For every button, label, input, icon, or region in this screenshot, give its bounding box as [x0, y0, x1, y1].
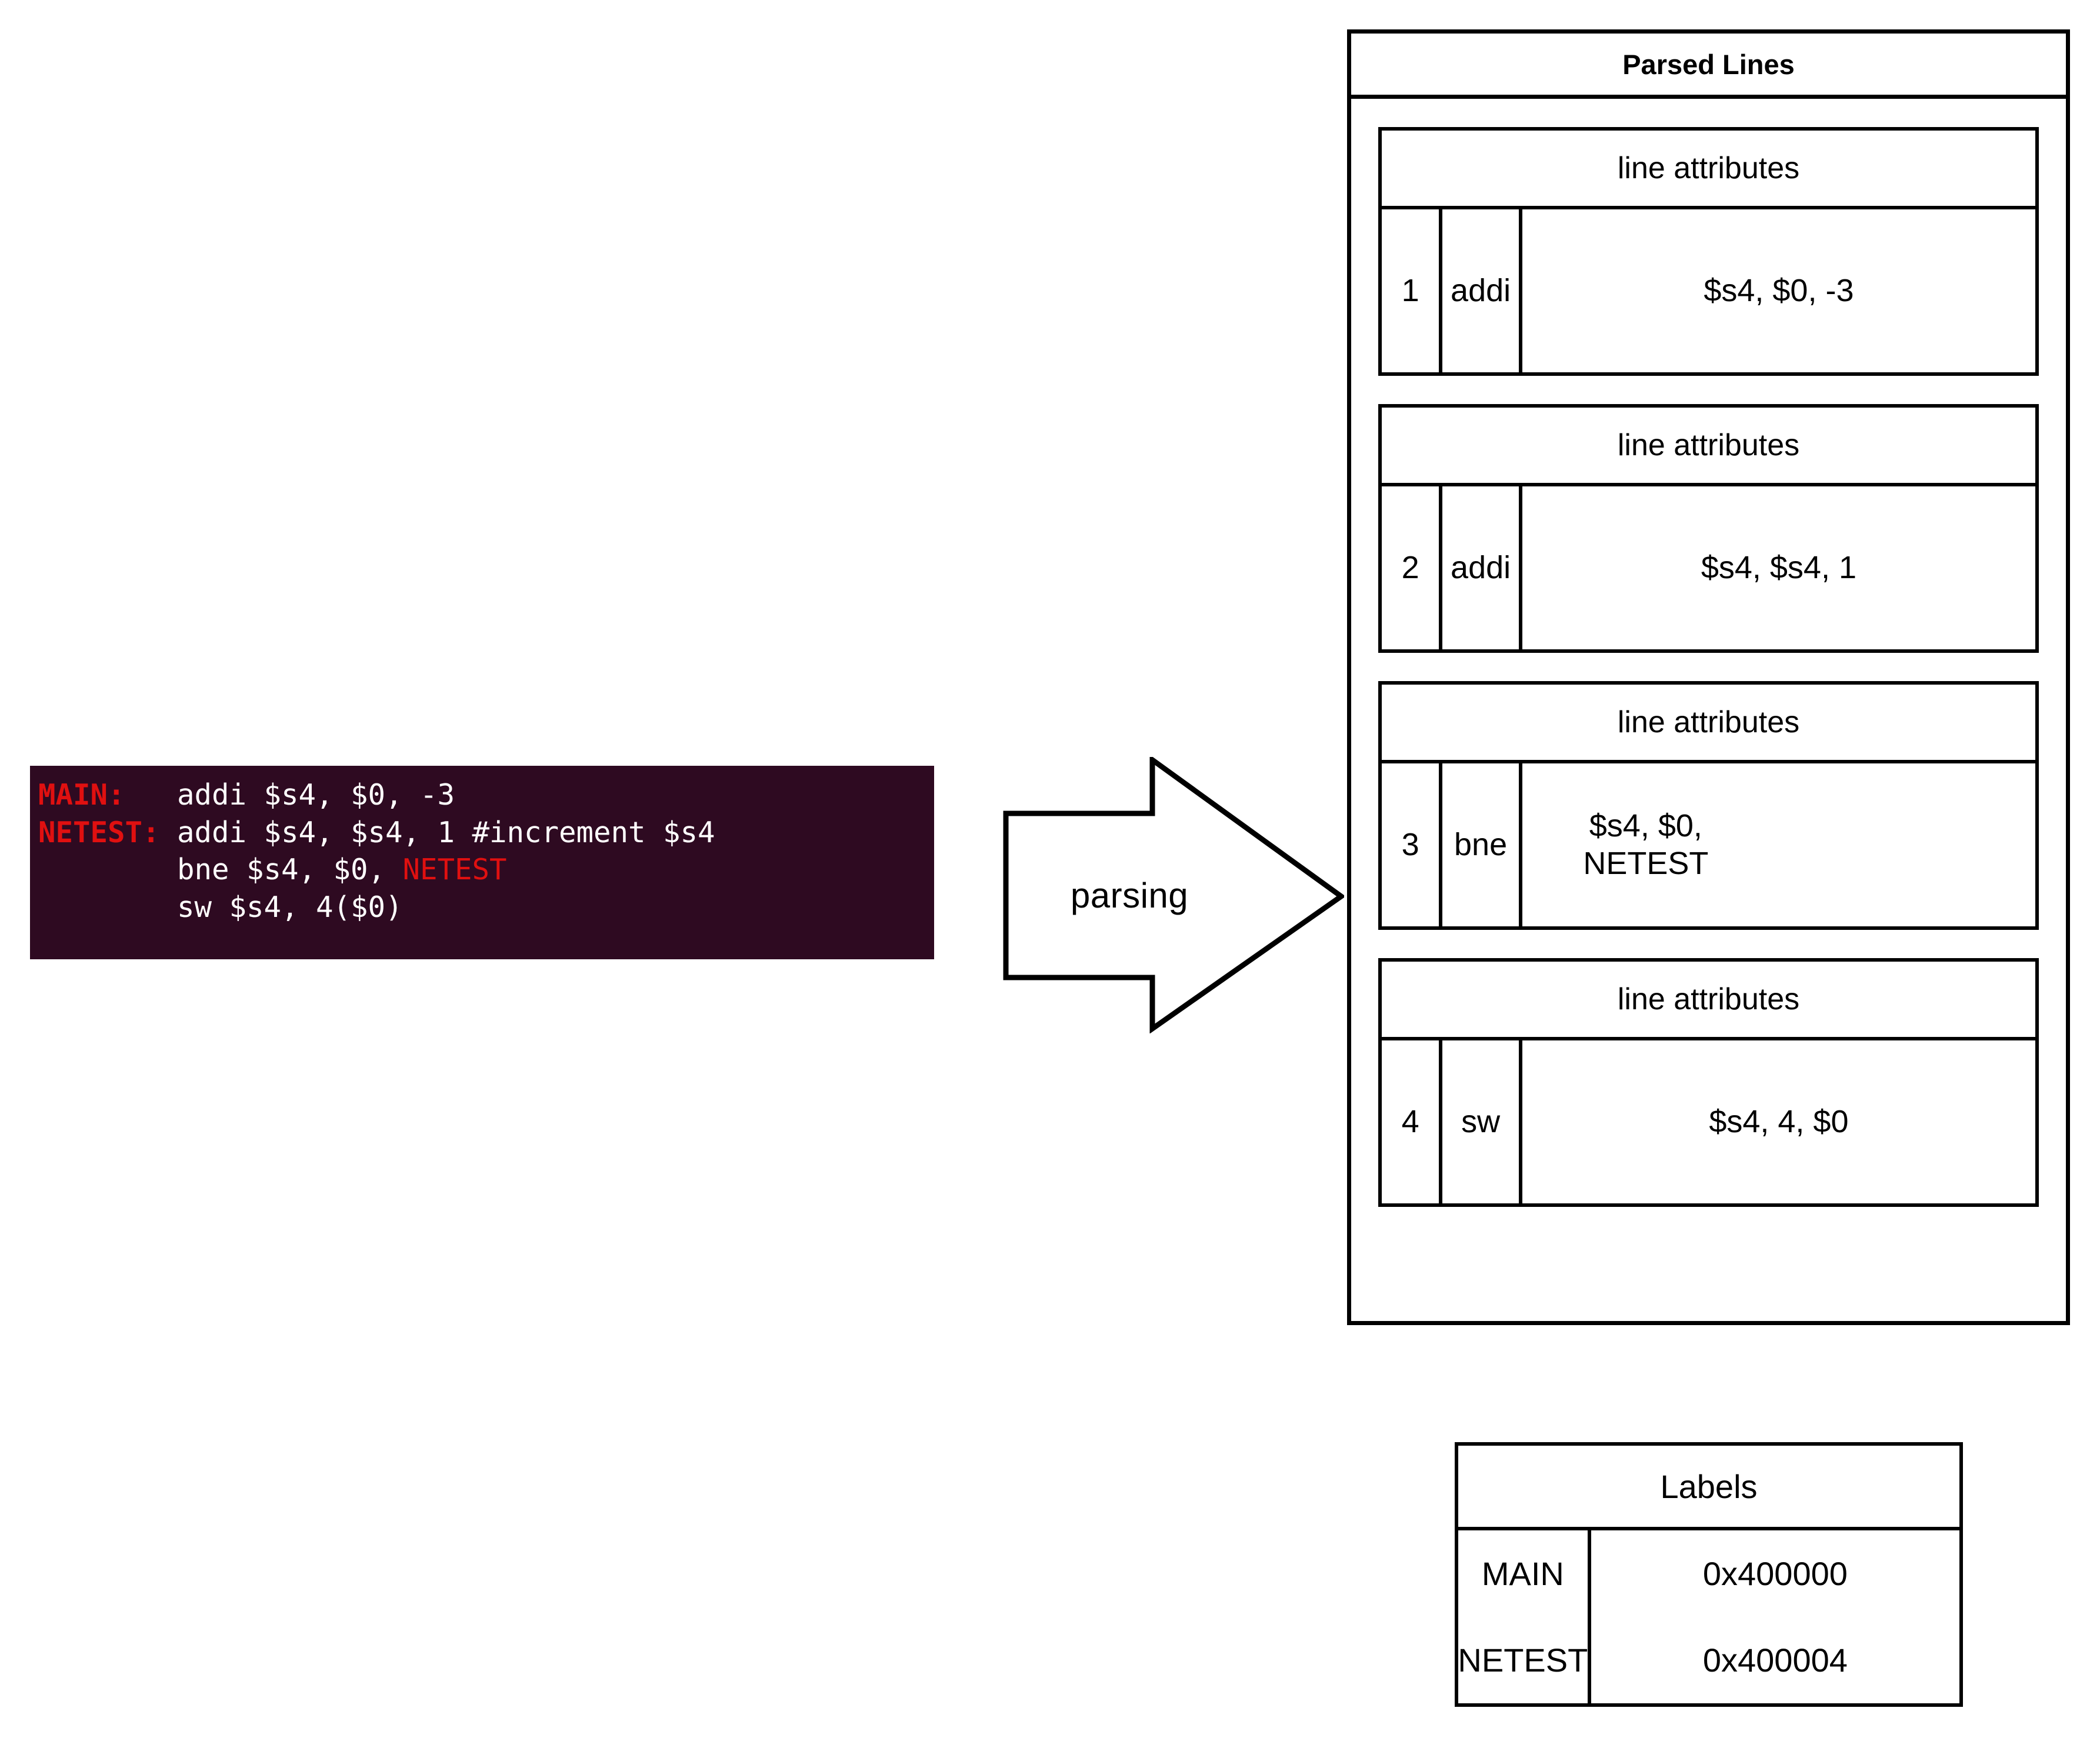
line-number-cell: 2 [1382, 486, 1443, 649]
line-opcode-cell: sw [1442, 1040, 1522, 1203]
label-name-cell: NETEST [1458, 1617, 1591, 1703]
line-opcode-cell: addi [1442, 486, 1522, 649]
code-line-3-ref: NETEST [402, 853, 507, 887]
parsed-lines-panel: Parsed Lines line attributes 1 addi $s4,… [1347, 29, 2070, 1325]
line-attributes-title: line attributes [1382, 131, 2035, 209]
parsing-arrow: parsing [1003, 755, 1346, 1034]
label-address-cell: 0x400000 [1702, 1555, 1848, 1592]
line-operands-cell: $s4, $s4, 1 [1701, 549, 1856, 585]
table-row: 2 addi $s4, $s4, 1 [1382, 486, 2035, 649]
line-card: line attributes 2 addi $s4, $s4, 1 [1378, 404, 2039, 653]
source-code-terminal: MAIN: addi $s4, $0, -3 NETEST: addi $s4,… [30, 766, 934, 959]
line-attributes-title: line attributes [1382, 408, 2035, 486]
line-operands-cell: $s4, 4, $0 [1709, 1103, 1849, 1139]
label-address-cell: 0x400004 [1702, 1642, 1848, 1679]
code-line-4-text: sw $s4, 4($0) [177, 890, 403, 925]
block-arrow-right-icon [1003, 755, 1346, 1034]
code-line-1-pad [125, 778, 178, 812]
table-row: 3 bne $s4, $0, NETEST [1382, 763, 2035, 926]
line-operands-cell: $s4, $0, -3 [1704, 272, 1854, 308]
labels-body: MAIN 0x400000 NETEST 0x400004 [1458, 1530, 1959, 1703]
code-line-4-pad [38, 890, 177, 924]
line-number-cell: 4 [1382, 1040, 1443, 1203]
code-line-1-text: addi $s4, $0, -3 [177, 778, 455, 812]
parsed-lines-title: Parsed Lines [1351, 34, 2066, 99]
labels-table: Labels MAIN 0x400000 NETEST 0x400004 [1455, 1442, 1963, 1707]
code-line-2-text: addi $s4, $s4, 1 #increment $s4 [177, 815, 715, 849]
line-operands-cell: $s4, $0, NETEST [1583, 808, 1709, 881]
table-row: 1 addi $s4, $0, -3 [1382, 209, 2035, 372]
parsed-lines-list: line attributes 1 addi $s4, $0, -3 line … [1351, 99, 2066, 1321]
line-attributes-title: line attributes [1382, 685, 2035, 763]
table-row: 4 sw $s4, 4, $0 [1382, 1040, 2035, 1203]
code-line-2-pad [160, 816, 178, 849]
line-number-cell: 3 [1382, 763, 1443, 926]
line-opcode-cell: addi [1442, 209, 1522, 372]
line-card: line attributes 1 addi $s4, $0, -3 [1378, 127, 2039, 376]
labels-title: Labels [1458, 1446, 1959, 1530]
parsing-arrow-label: parsing [1070, 875, 1189, 915]
line-card: line attributes 3 bne $s4, $0, NETEST [1378, 681, 2039, 930]
code-line-2-label: NETEST: [38, 815, 160, 849]
code-line-3-text: bne $s4, $0, [177, 853, 403, 887]
line-attributes-title: line attributes [1382, 962, 2035, 1040]
table-row: MAIN 0x400000 [1458, 1530, 1959, 1617]
table-row: NETEST 0x400004 [1458, 1617, 1959, 1703]
line-opcode-cell: bne [1442, 763, 1522, 926]
line-card: line attributes 4 sw $s4, 4, $0 [1378, 958, 2039, 1207]
code-line-3-pad [38, 853, 177, 886]
code-line-1-label: MAIN: [38, 778, 125, 812]
label-name-cell: MAIN [1458, 1530, 1591, 1617]
line-number-cell: 1 [1382, 209, 1443, 372]
